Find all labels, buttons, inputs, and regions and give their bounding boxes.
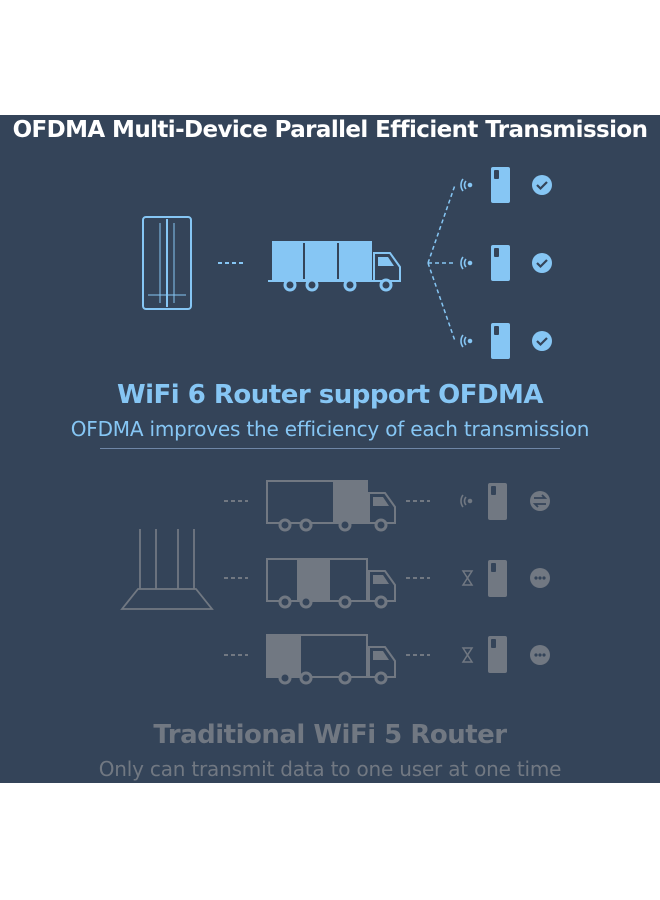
wifi6-truck-icon — [268, 241, 401, 292]
wifi6-device-row-3 — [460, 323, 552, 359]
check-circle-icon — [532, 331, 552, 351]
wifi-signal-icon — [460, 256, 473, 270]
more-icon — [530, 645, 550, 665]
smartphone-icon — [491, 245, 510, 281]
wifi5-heading: Traditional WiFi 5 Router — [153, 720, 507, 750]
hourglass-icon — [461, 647, 474, 663]
wifi-signal-icon — [460, 178, 473, 192]
hourglass-icon — [461, 570, 474, 586]
check-circle-icon — [532, 253, 552, 273]
check-circle-icon — [532, 175, 552, 195]
wifi5-truck-row-1 — [224, 480, 550, 532]
page-title: OFDMA Multi-Device Parallel Efficient Tr… — [12, 117, 648, 143]
smartphone-icon — [491, 167, 510, 203]
wifi5-subheading: Only can transmit data to one user at on… — [98, 757, 562, 781]
smartphone-icon — [488, 636, 507, 673]
wifi-signal-icon — [460, 494, 473, 508]
smartphone-icon — [491, 323, 510, 359]
smartphone-icon — [488, 483, 507, 520]
smartphone-icon — [488, 560, 507, 597]
infographic-panel: OFDMA Multi-Device Parallel Efficient Tr… — [0, 115, 660, 783]
wifi5-truck-row-3 — [224, 634, 550, 685]
transfer-icon — [530, 491, 550, 511]
wifi6-router-icon — [142, 216, 192, 310]
wifi6-subheading: OFDMA improves the efficiency of each tr… — [70, 417, 590, 441]
wifi5-truck-row-2 — [224, 558, 550, 609]
wifi6-heading: WiFi 6 Router support OFDMA — [116, 380, 544, 410]
wifi6-device-row-2 — [460, 245, 552, 281]
fan-out-lines — [427, 184, 456, 342]
diagram-canvas — [120, 167, 552, 685]
wifi6-device-row-1 — [460, 167, 552, 203]
wifi-signal-icon — [460, 334, 473, 348]
more-icon — [530, 568, 550, 588]
wifi5-router-icon — [120, 529, 214, 610]
section-divider — [100, 448, 560, 449]
